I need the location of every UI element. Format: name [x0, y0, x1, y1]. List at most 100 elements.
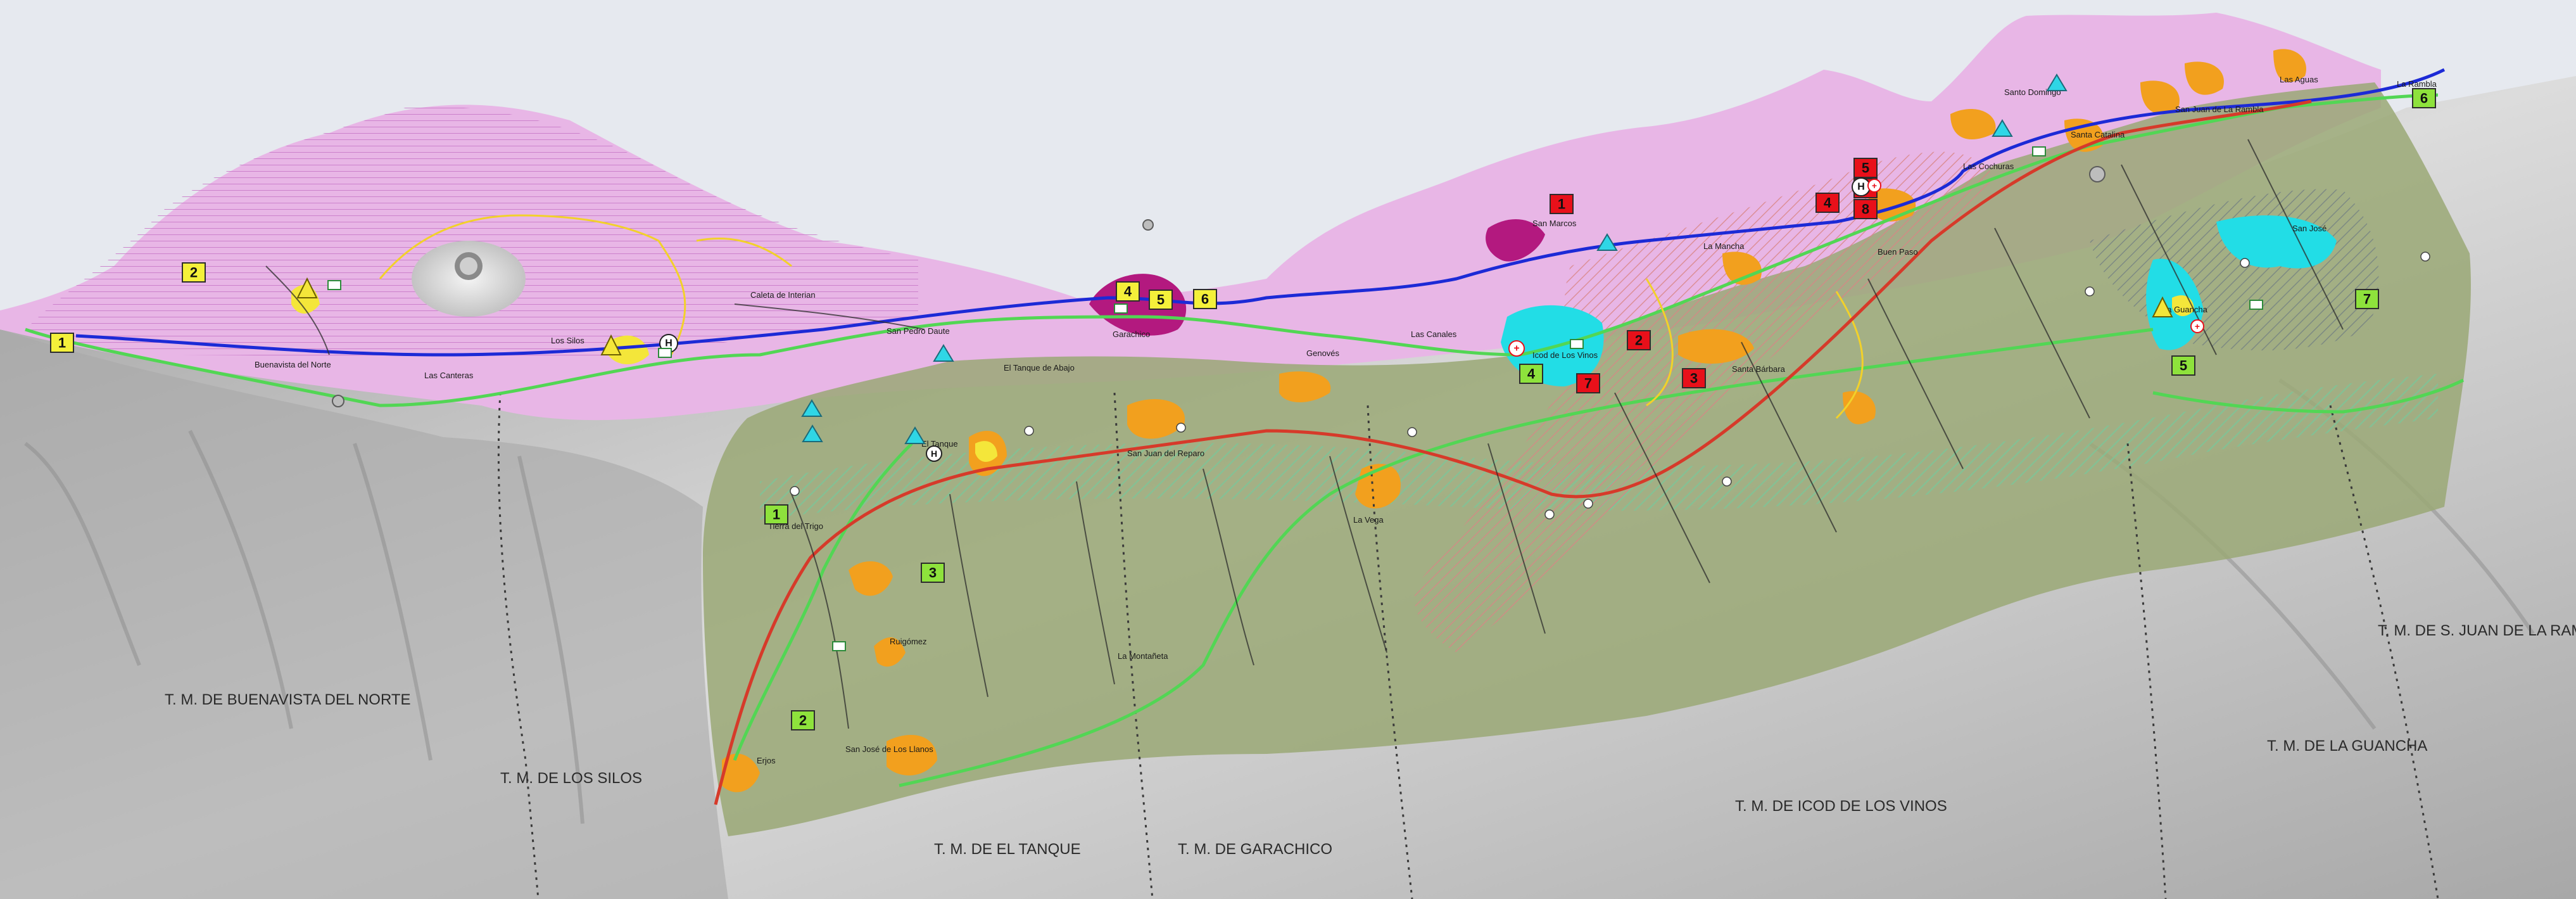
place-label: Ruigómez	[890, 637, 927, 646]
svg-text:6: 6	[2420, 91, 2428, 106]
place-label: La Mancha	[1703, 241, 1745, 251]
cross-icon[interactable]: +	[2190, 319, 2204, 333]
place-label: La Guancha	[2162, 305, 2208, 314]
green-badges: 1 2 3 4 5 6 7	[764, 88, 2436, 730]
triangle-icon[interactable]	[933, 344, 954, 362]
urban-zone-san-jose	[2216, 215, 2337, 269]
settlements-orange	[722, 49, 2306, 793]
warning-triangle-icon[interactable]	[2152, 296, 2173, 317]
secondary-roads-green	[25, 93, 2465, 787]
place-label: La Montañeta	[1118, 651, 1168, 661]
place-label: Garachico	[1113, 329, 1150, 339]
municipality-label: T. M. DE BUENAVISTA DEL NORTE	[165, 691, 411, 708]
svg-text:3: 3	[929, 565, 937, 581]
svg-text:2: 2	[190, 265, 198, 281]
cross-icon[interactable]: +	[1508, 340, 1525, 357]
health-symbols: + + +	[1508, 179, 2204, 357]
place-label: Genovés	[1306, 348, 1340, 358]
municipality-label: T. M. DE S. JUAN DE LA RAMBLA	[2378, 622, 2576, 639]
green-badge[interactable]: 5	[2171, 355, 2195, 376]
svg-text:2: 2	[799, 713, 807, 729]
place-label: El Tanque de Abajo	[1004, 363, 1075, 373]
place-label: San Pedro Daute	[887, 326, 950, 336]
svg-text:2: 2	[1635, 333, 1643, 348]
local-roads-dark	[265, 139, 2344, 729]
svg-text:7: 7	[2363, 291, 2371, 307]
local-roads-yellow	[379, 214, 1864, 419]
green-badge[interactable]: 4	[1519, 364, 1543, 384]
yellow-badges: 1 2 4 5 6	[50, 262, 1217, 353]
yellow-badge[interactable]: 6	[1193, 289, 1217, 309]
svg-text:5: 5	[2180, 358, 2187, 374]
place-label: Los Silos	[551, 336, 584, 345]
svg-text:H: H	[931, 449, 937, 459]
place-label: Icod de Los Vinos	[1532, 350, 1598, 360]
terrain-relief-west	[0, 329, 728, 899]
green-badge[interactable]: 6	[2412, 88, 2436, 108]
warning-triangle-icon[interactable]	[600, 334, 622, 355]
svg-text:1: 1	[1558, 196, 1565, 212]
svg-text:7: 7	[1584, 376, 1592, 392]
red-badge[interactable]: 8	[1853, 199, 1878, 219]
triangle-icon[interactable]	[904, 426, 926, 444]
triangle-icon[interactable]	[2046, 73, 2068, 91]
svg-text:+: +	[1513, 343, 1519, 354]
yellow-badge[interactable]: 4	[1116, 281, 1140, 302]
place-label: San José de Los Llanos	[845, 744, 933, 754]
triangle-icon[interactable]	[801, 399, 823, 417]
warning-triangle-icon[interactable]	[296, 277, 318, 298]
yellow-badge[interactable]: 5	[1149, 290, 1173, 310]
place-label: San Juan del Reparo	[1127, 449, 1204, 458]
svg-text:H: H	[665, 338, 672, 349]
svg-text:6: 6	[1201, 291, 1209, 307]
triangle-icon[interactable]	[802, 424, 823, 442]
place-label: San José	[2292, 224, 2327, 233]
service-markers	[327, 146, 2263, 651]
triangle-icon[interactable]	[1596, 233, 1618, 251]
place-label: Buen Paso	[1878, 247, 1918, 257]
coastal-road-blue	[75, 68, 2446, 357]
place-label: La Vega	[1353, 515, 1384, 525]
place-label: Las Canales	[1411, 329, 1457, 339]
municipality-label: T. M. DE LA GUANCHA	[2267, 737, 2427, 755]
green-badge[interactable]: 3	[921, 563, 945, 583]
yellow-badge[interactable]: 2	[182, 262, 206, 283]
svg-text:1: 1	[773, 507, 780, 523]
red-badge[interactable]: 2	[1627, 330, 1651, 350]
montana-cone	[412, 241, 526, 317]
place-label: La Rambla	[2397, 79, 2437, 89]
place-label: Santo Domingo	[2004, 87, 2061, 97]
svg-text:4: 4	[1124, 284, 1132, 300]
svg-text:3: 3	[1690, 371, 1698, 386]
yellow-badge[interactable]: 1	[50, 333, 74, 353]
terrain-ridges	[24, 378, 2535, 824]
red-badge[interactable]: 7	[1576, 373, 1600, 393]
green-badge[interactable]: 7	[2355, 289, 2379, 309]
place-label: Santa Bárbara	[1732, 364, 1786, 374]
heliport-icon[interactable]: H	[926, 445, 942, 462]
red-badge[interactable]: 5	[1853, 158, 1878, 178]
garachico-center-zone	[1089, 274, 1187, 336]
place-label: Las Canteras	[424, 371, 474, 380]
place-label: Buenavista del Norte	[255, 360, 331, 369]
municipal-boundaries	[497, 392, 2439, 899]
green-badge[interactable]: 1	[764, 504, 788, 525]
green-badge[interactable]: 2	[791, 710, 815, 730]
place-label: San Juan de La Rambla	[2175, 105, 2264, 114]
heliport-icon[interactable]: H	[1852, 177, 1871, 196]
svg-text:8: 8	[1862, 201, 1869, 217]
red-hatched-area	[1414, 151, 1995, 653]
red-badge[interactable]: 1	[1550, 194, 1574, 214]
place-label: San Marcos	[1532, 219, 1577, 228]
municipality-label: T. M. DE GARACHICO	[1178, 841, 1332, 858]
svg-text:+: +	[2195, 321, 2200, 331]
red-badge[interactable]: 3	[1682, 368, 1706, 388]
triangle-icon[interactable]	[1992, 119, 2013, 137]
place-label: Santa Catalina	[2071, 130, 2125, 139]
red-badges: 1 2 3 4 5 6 7 8	[1550, 158, 1878, 393]
red-badge[interactable]: 4	[1815, 193, 1840, 213]
main-road-red	[714, 99, 2312, 805]
municipality-label: T. M. DE ICOD DE LOS VINOS	[1735, 798, 1947, 815]
place-labels: Buenavista del Norte Las Canteras Los Si…	[255, 75, 2437, 765]
cross-icon[interactable]: +	[1867, 179, 1881, 193]
